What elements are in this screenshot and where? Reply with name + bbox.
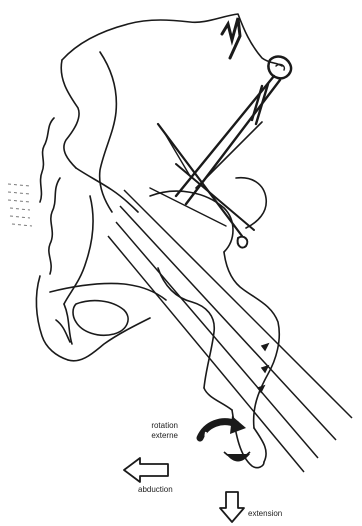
muscle-line-1 <box>124 190 352 418</box>
sacrum-hatching <box>8 184 32 226</box>
tendon-knot <box>268 57 291 79</box>
label-abduction: abduction <box>138 485 173 494</box>
down-arrow-icon <box>220 492 244 522</box>
gluteal-tendons <box>150 18 291 248</box>
tendon-upper <box>222 18 240 58</box>
femoral-head <box>150 191 233 252</box>
iliac-crest <box>62 14 282 66</box>
obturator-foramen <box>73 301 128 336</box>
label-rotation-line1: rotation <box>151 421 178 430</box>
greater-trochanter <box>236 178 266 228</box>
muscle-line-2 <box>120 206 336 440</box>
muscle-lines <box>108 190 352 472</box>
pelvis-outline <box>36 14 282 361</box>
label-rotation-line2: externe <box>151 431 178 440</box>
left-arrow-icon <box>124 458 168 482</box>
label-extension: extension <box>248 509 282 518</box>
